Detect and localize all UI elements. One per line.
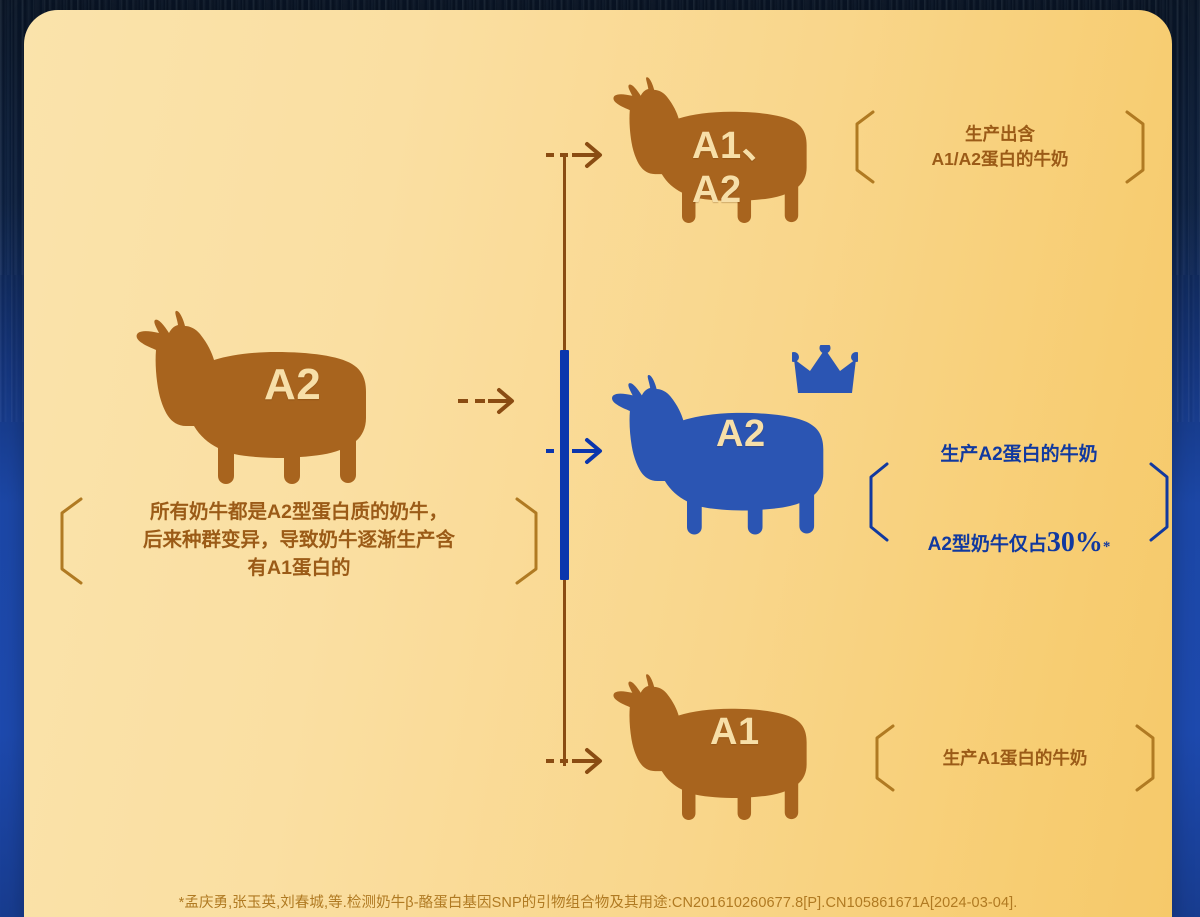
bracket-left-open	[54, 495, 84, 587]
bracket-a1a2-close	[1124, 108, 1150, 186]
footnote: *孟庆勇,张玉英,刘春城,等.检测奶牛β-酪蛋白基因SNP的引物组合物及其用途:…	[178, 895, 1018, 911]
crown-icon	[792, 345, 858, 401]
branch-caption-a2-line1: 生产A2蛋白的牛奶	[940, 443, 1098, 465]
branch-cow-a1: A1	[604, 665, 824, 825]
bracket-a1a2-open	[850, 108, 876, 186]
branch-cow-a2-label: A2	[716, 413, 766, 455]
source-cow-label: A2	[264, 360, 322, 409]
source-cow-a2: A2	[126, 300, 386, 490]
branch-caption-a2-prefix: A2型奶牛仅占	[927, 533, 1047, 555]
bracket-a1-close	[1134, 722, 1160, 794]
bracket-left-close	[514, 495, 544, 587]
bracket-a2-close	[1148, 460, 1172, 544]
branch-caption-a2-percent: 30%	[1046, 526, 1103, 558]
source-cow-caption-text: 所有奶牛都是A2型蛋白质的奶牛， 后来种群变异，导致奶牛逐渐生产含 有A1蛋白的	[142, 501, 455, 579]
branch-caption-a2-text: 生产A2蛋白的牛奶 A2型奶牛仅占30%*	[890, 415, 1148, 590]
bracket-a2-open	[864, 460, 890, 544]
branch-caption-a1a2-text: 生产出含 A1/A2蛋白的牛奶	[931, 124, 1069, 169]
branch-caption-a2: 生产A2蛋白的牛奶 A2型奶牛仅占30%*	[864, 415, 1172, 590]
branch-caption-a1: 生产A1蛋白的牛奶	[870, 722, 1160, 794]
arrow-branch-a1a2	[544, 142, 604, 168]
bracket-a1-open	[870, 722, 896, 794]
branch-cow-a1-label: A1	[710, 711, 760, 753]
gold-card: A2 所有奶牛都是A2型蛋白质的奶牛， 后来种群变异，导致奶牛逐渐生产含 有A1…	[24, 10, 1172, 917]
branch-cow-a1a2-label: A1、A2	[692, 125, 781, 211]
branch-cow-a1a2: A1、A2	[604, 68, 824, 228]
branch-caption-a2-footnote-mark: *	[1102, 538, 1111, 555]
branch-caption-a2-line2: A2型奶牛仅占30%*	[892, 496, 1146, 563]
arrow-source-to-branches	[456, 388, 516, 414]
source-cow-caption: 所有奶牛都是A2型蛋白质的奶牛， 后来种群变异，导致奶牛逐渐生产含 有A1蛋白的	[54, 495, 544, 587]
arrow-branch-a1	[544, 748, 604, 774]
branch-caption-a1-text: 生产A1蛋白的牛奶	[942, 747, 1088, 768]
branch-caption-a1a2: 生产出含 A1/A2蛋白的牛奶	[850, 108, 1150, 186]
branch-cow-a2: A2	[602, 345, 858, 540]
arrow-branch-a2	[544, 438, 604, 464]
branch-trunk-line-highlight	[560, 350, 569, 580]
